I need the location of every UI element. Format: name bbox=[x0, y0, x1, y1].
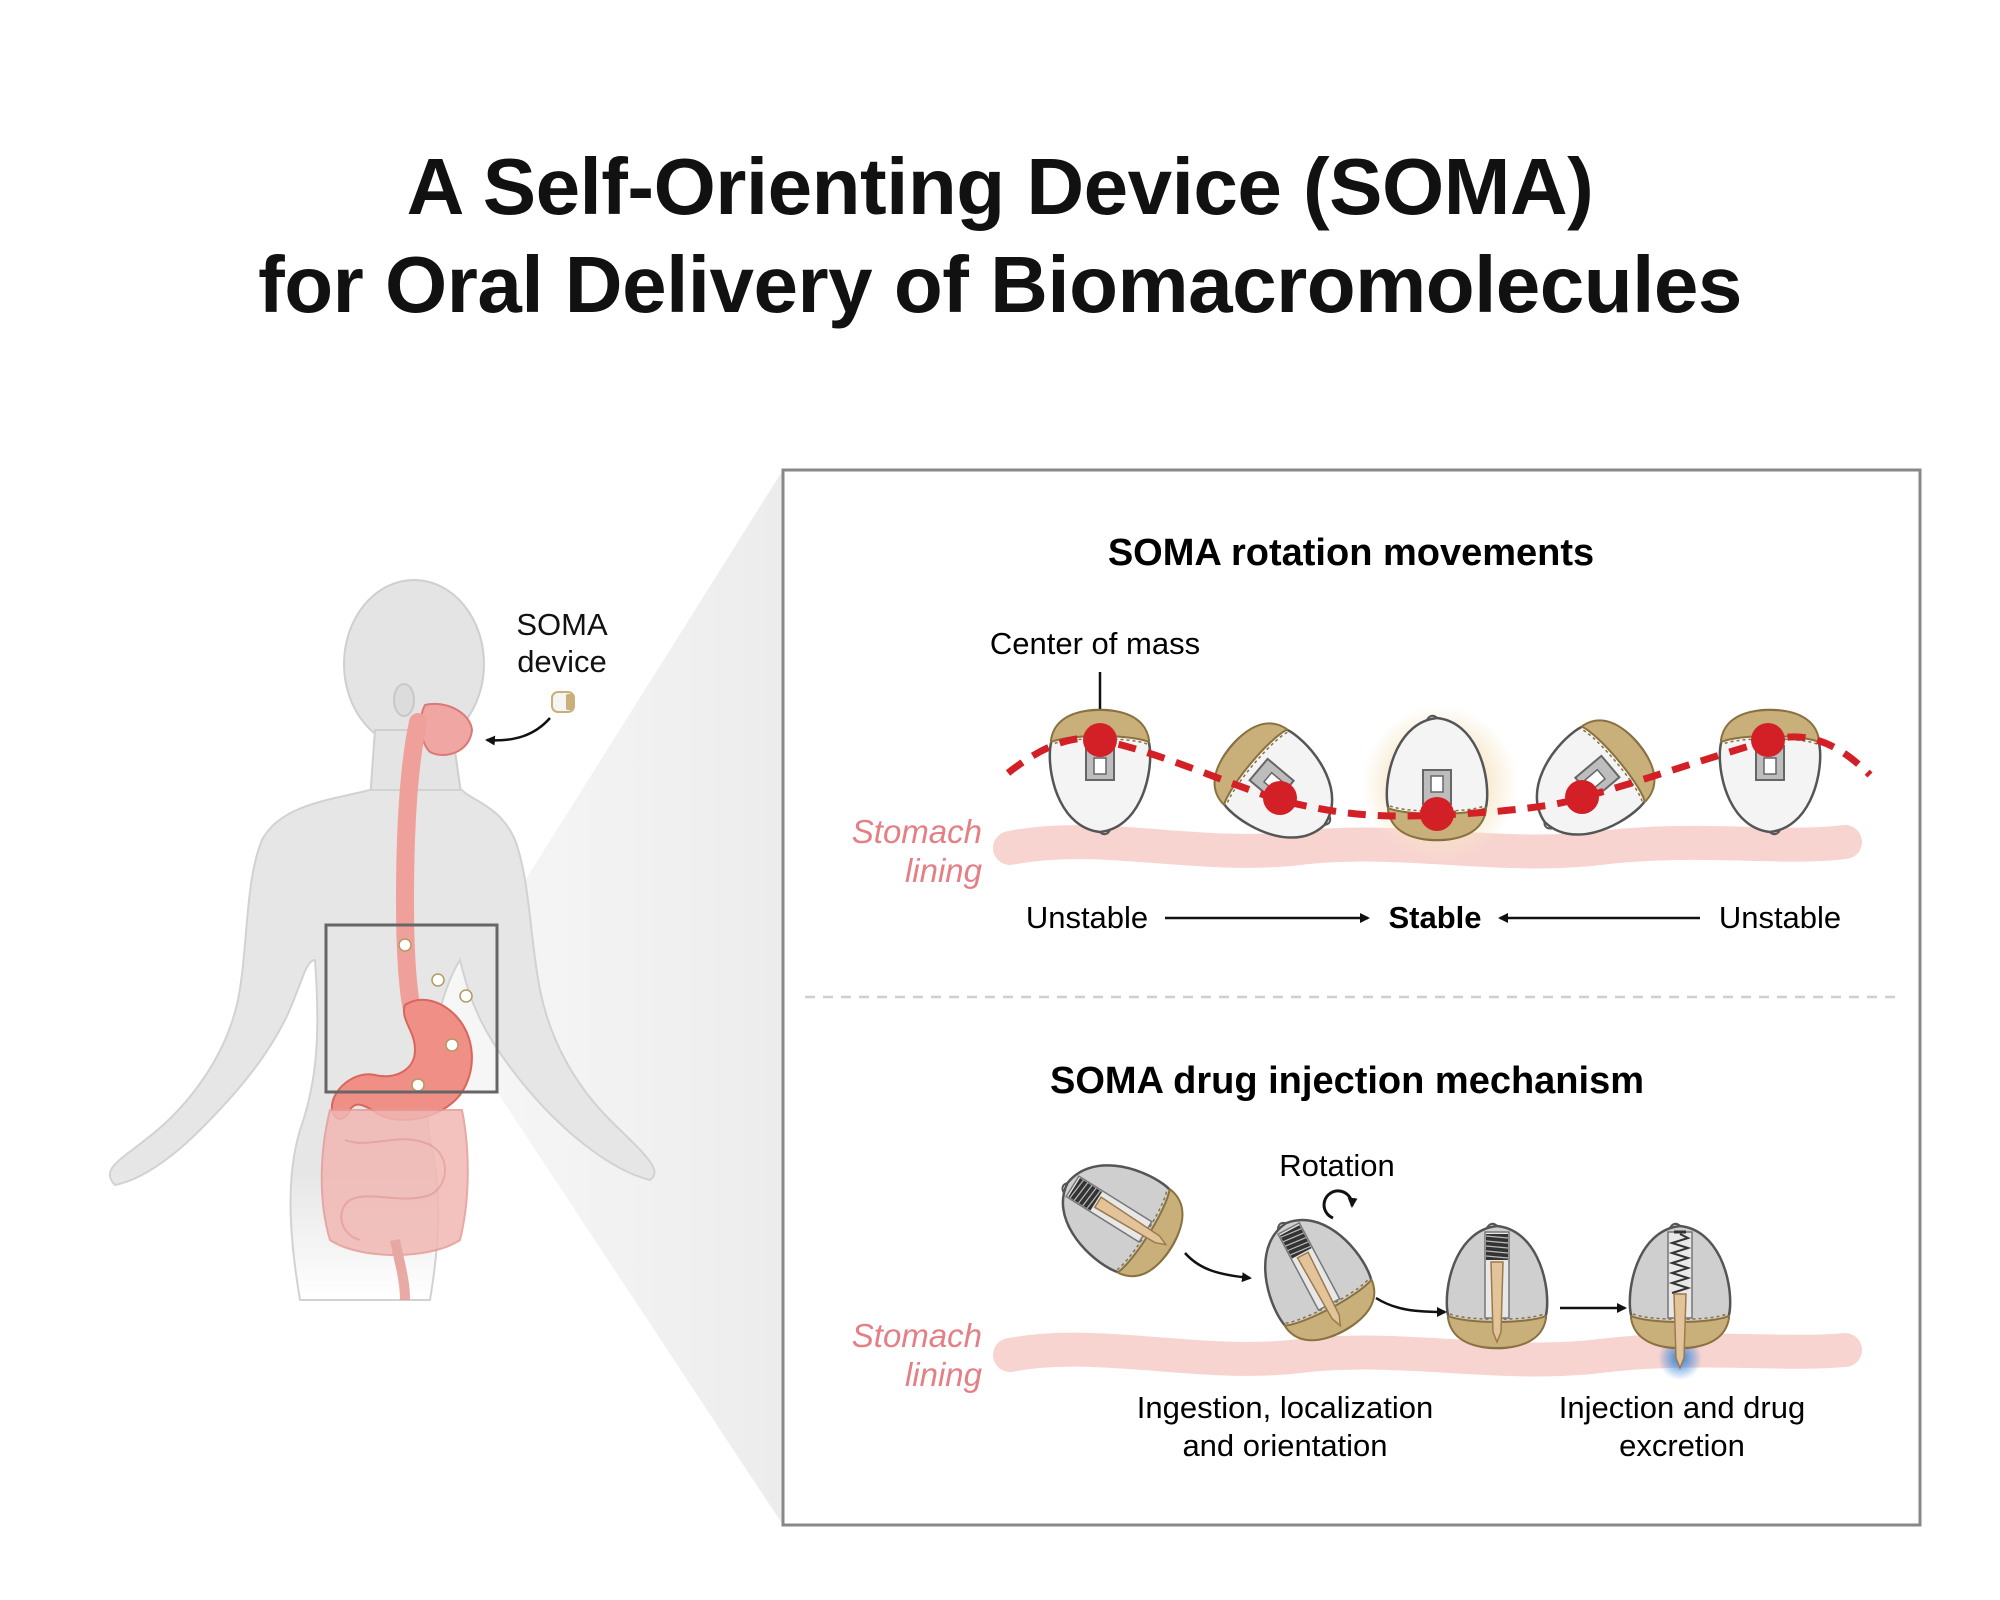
spring-coil bbox=[1485, 1240, 1509, 1244]
spring-coil bbox=[1485, 1245, 1509, 1249]
device-tip bbox=[1769, 829, 1781, 836]
device-tip bbox=[1099, 829, 1111, 836]
ear bbox=[393, 683, 415, 717]
esophagus bbox=[395, 713, 427, 1019]
device-tip bbox=[1543, 821, 1553, 830]
device-window bbox=[1763, 757, 1777, 775]
rotation-label: Rotation bbox=[1279, 1148, 1394, 1183]
device-dot bbox=[398, 938, 412, 952]
soma-device-unstable-3 bbox=[1535, 719, 1656, 836]
device-band-ridge bbox=[1116, 1189, 1168, 1271]
device-tip bbox=[1277, 1221, 1287, 1230]
caption-injection-line1: Injection and drug bbox=[1559, 1390, 1805, 1425]
intestines bbox=[320, 1109, 469, 1301]
rotation-heading: SOMA rotation movements bbox=[1108, 532, 1594, 574]
soma-device-label-line1: SOMA bbox=[516, 607, 608, 642]
sequence-arrow-1 bbox=[1184, 1252, 1252, 1283]
spring-coil bbox=[1086, 1190, 1101, 1209]
device-window bbox=[1093, 757, 1107, 775]
caption-injection-line2: excretion bbox=[1619, 1428, 1745, 1463]
stomach-lining-band-injection bbox=[993, 1332, 1862, 1377]
stomach-lining-label-line1: Stomach bbox=[852, 813, 982, 850]
spring-coil bbox=[1485, 1235, 1509, 1239]
device-needle bbox=[1296, 1251, 1342, 1328]
spring-coil bbox=[1069, 1179, 1084, 1199]
stomach-zoom-box bbox=[324, 923, 499, 1094]
device-band-ridge bbox=[1052, 738, 1148, 745]
spring-coil bbox=[1282, 1232, 1304, 1243]
soma-device-unstable-4 bbox=[1718, 708, 1822, 836]
injection-device-group bbox=[1061, 1164, 1732, 1371]
zoom-wedge bbox=[326, 470, 783, 1525]
spring-coil bbox=[1485, 1255, 1509, 1259]
unstable-label-left: Unstable bbox=[1026, 900, 1148, 935]
device-band-ridge bbox=[1581, 728, 1643, 802]
stomach-lining-label-line1-injection: Stomach bbox=[852, 1317, 982, 1354]
device-band-ridge bbox=[1449, 1313, 1545, 1320]
swallow-arrow bbox=[485, 717, 551, 746]
soma-device-label-line2: device bbox=[517, 644, 607, 679]
caption-ingestion-line1: Ingestion, localization bbox=[1137, 1390, 1433, 1425]
stomach-lining-label-line2-injection: lining bbox=[905, 1356, 983, 1393]
swallowed-devices bbox=[398, 938, 473, 1092]
page-title: A Self-Orienting Device (SOMA) for Oral … bbox=[0, 138, 2000, 334]
device-band-ridge bbox=[1632, 1313, 1728, 1320]
center-of-mass-label: Center of mass bbox=[990, 626, 1200, 661]
device-needle bbox=[1093, 1196, 1168, 1246]
spring-coil bbox=[1287, 1241, 1309, 1252]
device-tip bbox=[1669, 1222, 1681, 1229]
device-needle-injected bbox=[1673, 1293, 1687, 1371]
spring-coil bbox=[1073, 1182, 1089, 1201]
device-band-ridge bbox=[1389, 805, 1485, 812]
spring-coil bbox=[1078, 1185, 1093, 1204]
device-tip bbox=[1324, 815, 1332, 826]
title-line-2: for Oral Delivery of Biomacromolecules bbox=[258, 240, 1742, 329]
device-dot bbox=[459, 989, 473, 1003]
injection-heading: SOMA drug injection mechanism bbox=[1050, 1060, 1644, 1102]
sequence-arrow-2 bbox=[1375, 1296, 1447, 1317]
device-tip bbox=[1486, 1222, 1498, 1229]
device-weight-band bbox=[1580, 719, 1656, 804]
soma-injector-fired bbox=[1628, 1222, 1732, 1371]
center-of-mass-dot bbox=[1263, 781, 1297, 815]
title-line-1: A Self-Orienting Device (SOMA) bbox=[406, 142, 1594, 231]
rotation-device-group bbox=[1048, 708, 1822, 842]
device-band-ridge bbox=[1226, 731, 1288, 805]
human-body-illustration bbox=[108, 579, 656, 1301]
spring-coil bbox=[1280, 1228, 1302, 1238]
stomach-lining-label-line2: lining bbox=[905, 852, 983, 889]
stomach bbox=[330, 998, 473, 1121]
soma-injector-ingested bbox=[1061, 1164, 1184, 1278]
spring-coil bbox=[1082, 1187, 1097, 1207]
soma-injector-oriented bbox=[1445, 1222, 1549, 1350]
spring-coil bbox=[1485, 1250, 1509, 1254]
device-dot bbox=[445, 1038, 459, 1052]
device-window bbox=[1430, 775, 1444, 793]
device-band-ridge bbox=[1722, 738, 1818, 745]
rotation-icon bbox=[1322, 1189, 1358, 1220]
spring-coil bbox=[1290, 1245, 1311, 1256]
soma-injector-rotating bbox=[1263, 1218, 1376, 1342]
center-of-mass-dot bbox=[1751, 723, 1785, 757]
device-extended-spring bbox=[1668, 1233, 1692, 1294]
torso bbox=[108, 789, 656, 1301]
device-band-ridge bbox=[1285, 1278, 1370, 1324]
device-dot bbox=[431, 973, 445, 987]
center-of-mass-dots bbox=[1083, 723, 1785, 831]
device-needle bbox=[1490, 1261, 1504, 1345]
center-of-mass-dot bbox=[1083, 723, 1117, 757]
center-of-mass-dot bbox=[1565, 780, 1599, 814]
device-dot bbox=[411, 1078, 425, 1092]
soma-device-icon bbox=[551, 691, 575, 713]
stable-label: Stable bbox=[1388, 900, 1481, 935]
caption-ingestion-line2: and orientation bbox=[1182, 1428, 1387, 1463]
device-tip bbox=[1426, 714, 1438, 721]
device-tip bbox=[1061, 1182, 1068, 1194]
center-of-mass-dot bbox=[1420, 797, 1454, 831]
spring-coil bbox=[1285, 1236, 1307, 1247]
unstable-label-right: Unstable bbox=[1719, 900, 1841, 935]
